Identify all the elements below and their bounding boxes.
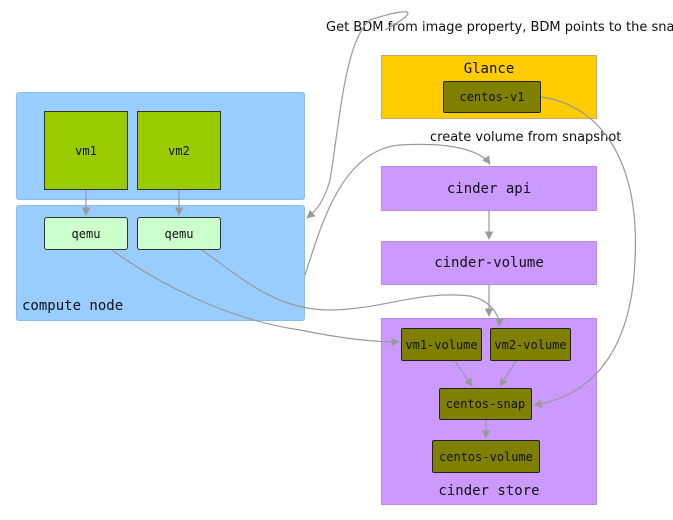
vm1-box[interactable]: vm1 xyxy=(44,111,128,190)
centos-snap-box[interactable]: centos-snap xyxy=(439,388,532,420)
compute-node-label: compute node xyxy=(22,298,124,314)
cinder-api-box[interactable]: cinder api xyxy=(381,166,597,211)
arrow-glance-to-compute xyxy=(306,11,409,219)
arrow-vm1vol-to-snap xyxy=(454,360,473,387)
glance-title: Glance xyxy=(463,61,515,77)
vm2-box[interactable]: vm2 xyxy=(137,111,221,190)
arrow-vm2vol-to-snap xyxy=(499,360,517,387)
arrow-image-to-snap xyxy=(533,96,637,409)
cinder-store-label: cinder store xyxy=(438,483,540,499)
vm1-volume-box[interactable]: vm1-volume xyxy=(401,328,482,361)
create-volume-annotation: create volume from snapshot xyxy=(430,130,622,145)
qemu-box-2[interactable]: qemu xyxy=(137,217,221,250)
arrow-compute-to-cinder-api xyxy=(304,143,491,276)
arrow-qemu1-to-vm1-volume xyxy=(111,249,400,347)
bdm-annotation: Get BDM from image property, BDM points … xyxy=(326,20,673,35)
qemu-box-1[interactable]: qemu xyxy=(44,217,128,250)
centos-volume-box[interactable]: centos-volume xyxy=(432,440,540,473)
centos-v1-image[interactable]: centos-v1 xyxy=(443,81,541,113)
cinder-volume-box[interactable]: cinder-volume xyxy=(381,241,597,285)
arrow-qemu2-to-vm2-volume xyxy=(201,249,504,327)
vm2-volume-box[interactable]: vm2-volume xyxy=(490,328,571,361)
